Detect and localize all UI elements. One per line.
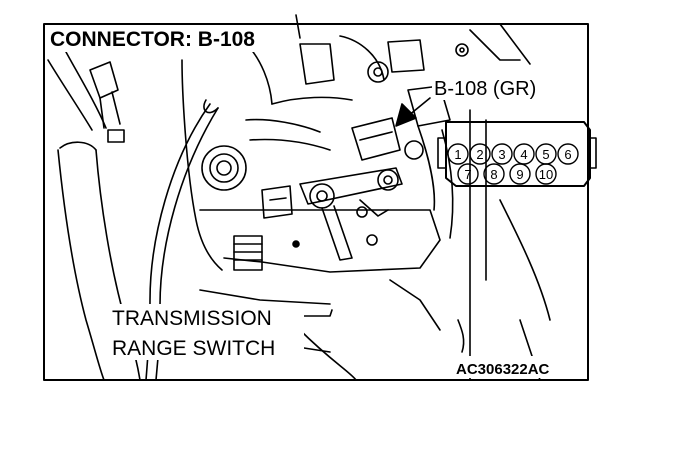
connector-pin-circles: [447, 143, 579, 185]
component-label-backdrop: [108, 304, 304, 360]
title-backdrop: [46, 26, 290, 52]
connector-face: [437, 121, 597, 187]
figure-code: AC306322AC: [456, 361, 550, 378]
pin-label-7: 7: [464, 167, 471, 182]
grommet: [201, 145, 247, 191]
pin-label-5: 5: [542, 147, 549, 162]
component-label-line1: TRANSMISSION: [112, 307, 272, 330]
connector-callout: B-108 (GR): [434, 78, 536, 100]
callout-backdrop: [432, 76, 562, 100]
connector-plug: [261, 117, 424, 219]
pin-label-4: 4: [520, 147, 527, 162]
pin-label-8: 8: [490, 167, 497, 182]
callout-arrow: [395, 97, 431, 127]
stud-bolt: [233, 235, 263, 271]
pin-label-3: 3: [498, 147, 505, 162]
component-label-line2: RANGE SWITCH: [112, 337, 275, 360]
pin-label-9: 9: [516, 167, 523, 182]
pin-label-10: 10: [539, 167, 553, 182]
pin-label-6: 6: [564, 147, 571, 162]
connector-title: CONNECTOR: B-108: [50, 28, 255, 51]
figure-frame: [43, 23, 589, 381]
left-bracket: [89, 61, 125, 143]
label-leaders: [295, 14, 333, 353]
bottom-housing: [199, 279, 441, 381]
pin-label-2: 2: [476, 147, 483, 162]
figure-code-backdrop: [452, 356, 582, 378]
connector-pin-labels: 1 2 3 4 5 6 7 8 9 10: [454, 147, 571, 182]
range-switch-lever: [292, 167, 403, 261]
pin-label-1: 1: [454, 147, 461, 162]
